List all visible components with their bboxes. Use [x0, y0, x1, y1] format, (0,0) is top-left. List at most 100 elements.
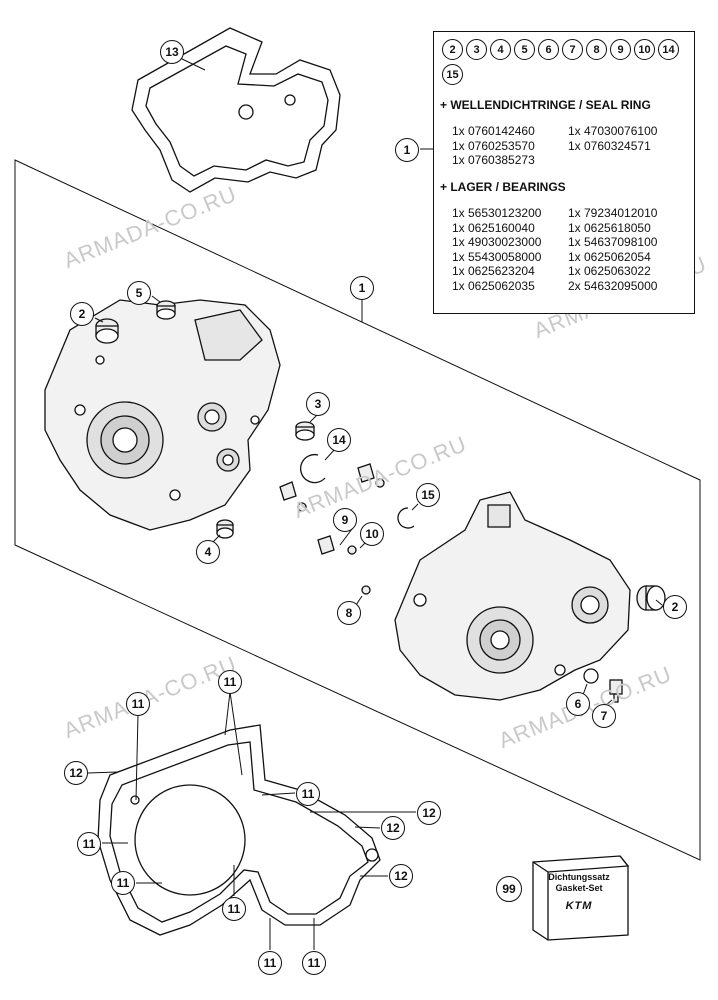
bearing-ring-2b: [636, 585, 666, 611]
bearing-ring-3: [295, 421, 315, 441]
engine-case-left: [44, 299, 281, 531]
bearing-ring-5: [156, 300, 176, 320]
part-number: 1x 56530123200: [452, 206, 542, 220]
callout-7[interactable]: 7: [592, 704, 616, 728]
part-number-row: 1x 56530123200 1x 79234012010: [452, 206, 684, 221]
part-number: 1x 0625618050: [568, 220, 651, 235]
exploded-frame: [14, 148, 701, 861]
callout-12[interactable]: 12: [64, 761, 88, 785]
seal-ring-title: + WELLENDICHTRINGE / SEAL RING: [440, 98, 651, 112]
part-number-row: 1x 0760253570 1x 0760324571: [452, 139, 684, 154]
callout-9[interactable]: 9: [333, 508, 357, 532]
part-number: 1x 0760142460: [452, 124, 535, 138]
kit-part-9[interactable]: 9: [610, 39, 631, 60]
callout-1[interactable]: 1: [350, 276, 374, 300]
circlip-15: [397, 507, 415, 529]
callout-11[interactable]: 11: [302, 951, 326, 975]
plug-screw-7: [609, 679, 623, 703]
gasket-set-box: [532, 855, 630, 941]
bearing-ring-2a: [95, 318, 119, 344]
bearing-ring-4: [216, 519, 234, 539]
callout-11[interactable]: 11: [111, 871, 135, 895]
engine-case-right: [394, 491, 631, 701]
part-number-row: 1x 0760142460 1x 47030076100: [452, 124, 684, 139]
callout-11[interactable]: 11: [126, 692, 150, 716]
dowel-pin-8: [361, 585, 371, 595]
dowel-pin-a: [375, 478, 385, 488]
callout-99[interactable]: 99: [496, 876, 522, 902]
kit-part-2[interactable]: 2: [442, 39, 463, 60]
part-number-row: 1x 49030023000 1x 54637098100: [452, 235, 684, 250]
part-number: 1x 0625623204: [452, 264, 535, 278]
part-number: 2x 54632095000: [568, 278, 658, 293]
callout-13[interactable]: 13: [160, 40, 184, 64]
callout-2-left[interactable]: 2: [70, 302, 94, 326]
callout-3[interactable]: 3: [306, 392, 330, 416]
callout-12[interactable]: 12: [417, 801, 441, 825]
callout-11[interactable]: 11: [218, 670, 242, 694]
part-number: 1x 0760253570: [452, 138, 535, 153]
part-number-row: 1x 0760385273: [452, 153, 684, 168]
kit-part-3[interactable]: 3: [466, 39, 487, 60]
callout-kit[interactable]: 1: [395, 138, 419, 162]
callout-11[interactable]: 11: [222, 897, 246, 921]
part-number: 1x 54637098100: [568, 235, 658, 249]
part-number: 1x 49030023000: [452, 235, 542, 249]
circlip-14: [299, 453, 326, 484]
kit-part-14[interactable]: 14: [658, 39, 679, 60]
kit-part-8[interactable]: 8: [586, 39, 607, 60]
dowel-pin-b: [297, 502, 307, 512]
callout-12[interactable]: 12: [381, 816, 405, 840]
part-number: 1x 79234012010: [568, 206, 658, 220]
bracket-b: [357, 463, 375, 483]
leader-lines: [87, 57, 663, 950]
gasket-set-label: Dichtungssatz Gasket-Set KTM: [535, 872, 623, 912]
callout-11[interactable]: 11: [77, 832, 101, 856]
top-gasket-13: [131, 27, 341, 193]
ktm-logo: KTM: [565, 900, 593, 912]
callout-11[interactable]: 11: [296, 782, 320, 806]
callout-6[interactable]: 6: [566, 692, 590, 716]
callout-8[interactable]: 8: [337, 601, 361, 625]
kit-part-4[interactable]: 4: [490, 39, 511, 60]
kit-part-7[interactable]: 7: [562, 39, 583, 60]
bracket-c: [317, 535, 335, 555]
dowel-pin-c: [347, 545, 357, 555]
kit-part-6[interactable]: 6: [538, 39, 559, 60]
callout-4[interactable]: 4: [196, 540, 220, 564]
callout-11[interactable]: 11: [258, 951, 282, 975]
part-number-row: 1x 0625160040 1x 0625618050: [452, 221, 684, 236]
callout-14[interactable]: 14: [327, 428, 351, 452]
part-number-row: 1x 0625062035 2x 54632095000: [452, 279, 684, 294]
kit-part-5[interactable]: 5: [514, 39, 535, 60]
callout-2-right[interactable]: 2: [663, 595, 687, 619]
bearing-title: + LAGER / BEARINGS: [440, 180, 566, 194]
callout-5[interactable]: 5: [127, 281, 151, 305]
part-number: 1x 0760385273: [452, 153, 535, 167]
part-number: 1x 0625062035: [452, 278, 535, 293]
part-number: 1x 0625160040: [452, 220, 535, 235]
seal-ring-6: [583, 668, 599, 684]
part-number: 1x 55430058000: [452, 249, 542, 264]
bottom-gasket-11: [97, 724, 381, 936]
gasket-set-line1: Dichtungssatz: [548, 872, 610, 882]
part-number-row: 1x 55430058000 1x 0625062054: [452, 250, 684, 265]
part-number: [568, 153, 684, 168]
bracket-a: [279, 481, 297, 501]
part-number: 1x 47030076100: [568, 124, 658, 138]
callout-10[interactable]: 10: [360, 522, 384, 546]
kit-part-15[interactable]: 15: [442, 64, 463, 85]
part-number-row: 1x 0625623204 1x 0625063022: [452, 264, 684, 279]
part-number: 1x 0625062054: [568, 249, 651, 264]
callout-12[interactable]: 12: [389, 864, 413, 888]
gasket-set-line2: Gasket-Set: [555, 883, 603, 893]
callout-15[interactable]: 15: [416, 483, 440, 507]
part-number: 1x 0625063022: [568, 264, 651, 278]
kit-part-10[interactable]: 10: [634, 39, 655, 60]
part-number: 1x 0760324571: [568, 138, 651, 153]
